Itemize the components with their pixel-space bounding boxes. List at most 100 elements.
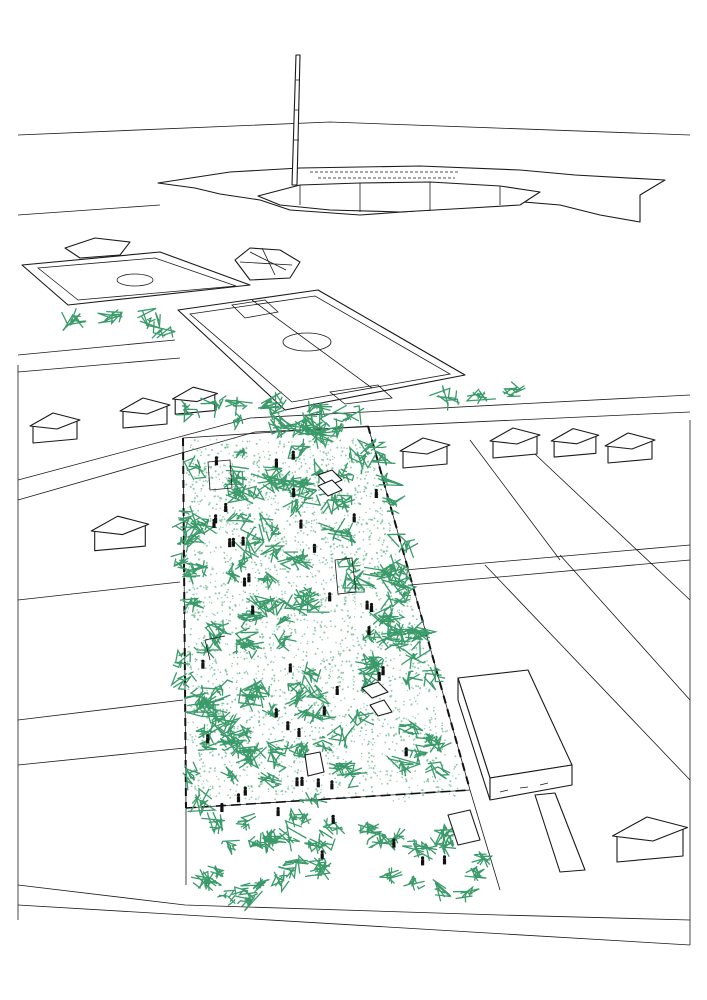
- tree-icon: [217, 889, 236, 906]
- tree-icon: [194, 692, 220, 711]
- tree-icon: [342, 568, 365, 593]
- tree-icon: [225, 562, 241, 584]
- person-icon: [381, 666, 385, 676]
- house-icon: [489, 427, 541, 459]
- horizon-lines: [17, 121, 691, 216]
- large-building: [457, 669, 586, 873]
- tree-icon: [188, 560, 208, 578]
- tree-icon: [330, 494, 355, 513]
- tree-icon: [360, 674, 376, 693]
- tree-icon: [306, 400, 333, 417]
- house-icon: [611, 816, 689, 863]
- tree-icon: [137, 307, 161, 330]
- tree-icon: [422, 736, 452, 753]
- tree-icon: [356, 438, 387, 456]
- tree-icon: [287, 673, 316, 695]
- tree-icon: [357, 822, 380, 835]
- tree-icon: [403, 875, 426, 891]
- person-icon: [214, 456, 218, 466]
- house-icon: [171, 386, 219, 415]
- far-sports-field: [21, 237, 301, 306]
- person-icon: [330, 780, 334, 790]
- tree-icon: [282, 854, 309, 874]
- tree-icon: [312, 735, 333, 752]
- tree-icon: [380, 582, 411, 610]
- tree-icon: [304, 839, 323, 854]
- tree-icon: [336, 763, 368, 789]
- person-icon: [201, 659, 205, 669]
- people: [201, 450, 447, 866]
- tree-icon: [260, 542, 286, 563]
- person-icon: [288, 663, 292, 673]
- tree-icon: [304, 418, 342, 443]
- tree-icon: [362, 628, 380, 644]
- tree-icon: [382, 495, 406, 514]
- tree-icon: [301, 661, 322, 683]
- tree-icon: [257, 771, 282, 789]
- tree-icon: [187, 787, 218, 817]
- person-icon: [274, 458, 278, 468]
- tree-icon: [437, 837, 457, 857]
- tree-icon: [386, 533, 419, 558]
- person-icon: [236, 793, 241, 803]
- person-icon: [220, 802, 224, 812]
- tree-icon: [236, 723, 252, 742]
- tree-icon: [233, 447, 248, 459]
- tree-icon: [231, 882, 261, 903]
- tree-icon: [266, 750, 287, 773]
- tree-icon: [326, 724, 355, 749]
- tree-icon: [97, 309, 123, 326]
- tree-icon: [299, 792, 328, 809]
- tree-icon: [362, 563, 396, 582]
- tree-icon: [271, 825, 307, 852]
- person-icon: [276, 807, 280, 817]
- tree-icon: [200, 679, 234, 705]
- tree-icon: [235, 813, 257, 831]
- tree-icon: [252, 877, 270, 893]
- tree-icon: [288, 487, 322, 506]
- house-icon: [90, 515, 150, 552]
- tree-icon: [220, 725, 245, 745]
- tree-icon: [465, 388, 497, 405]
- house-icon: [119, 397, 171, 429]
- tree-icon: [299, 595, 330, 613]
- person-icon: [328, 592, 332, 602]
- tree-icon: [183, 455, 207, 481]
- tree-icon: [232, 531, 265, 560]
- football-field: [177, 289, 466, 411]
- person-icon: [228, 538, 232, 548]
- tree-icon: [379, 615, 407, 639]
- person-icon: [274, 708, 278, 718]
- person-icon: [320, 850, 324, 860]
- tree-icon: [337, 555, 361, 573]
- person-icon: [392, 838, 396, 848]
- tree-icon: [278, 863, 297, 880]
- tree-icon: [232, 412, 244, 431]
- tree-icon: [380, 566, 412, 594]
- tree-icon: [432, 879, 452, 902]
- person-icon: [286, 721, 290, 731]
- person-icon: [367, 626, 371, 636]
- tree-icon: [283, 740, 308, 759]
- tree-icon: [201, 811, 226, 835]
- person-icon: [300, 776, 304, 786]
- person-icon: [312, 543, 317, 553]
- person-icon: [322, 706, 326, 716]
- tree-icon: [331, 404, 365, 425]
- tree-icon: [348, 709, 375, 727]
- tree-icon: [348, 445, 377, 475]
- person-icon: [241, 536, 245, 546]
- trees: [61, 307, 526, 912]
- tree-icon: [407, 619, 438, 641]
- person-icon: [247, 573, 251, 583]
- dome-building: [234, 247, 301, 281]
- tree-icon: [284, 807, 304, 829]
- tree-icon: [398, 720, 424, 739]
- tree-icon: [407, 837, 438, 861]
- tree-icon: [234, 627, 264, 649]
- tree-icon: [220, 766, 239, 785]
- tree-icon: [257, 398, 283, 420]
- person-icon: [292, 488, 296, 498]
- tree-icon: [270, 870, 290, 894]
